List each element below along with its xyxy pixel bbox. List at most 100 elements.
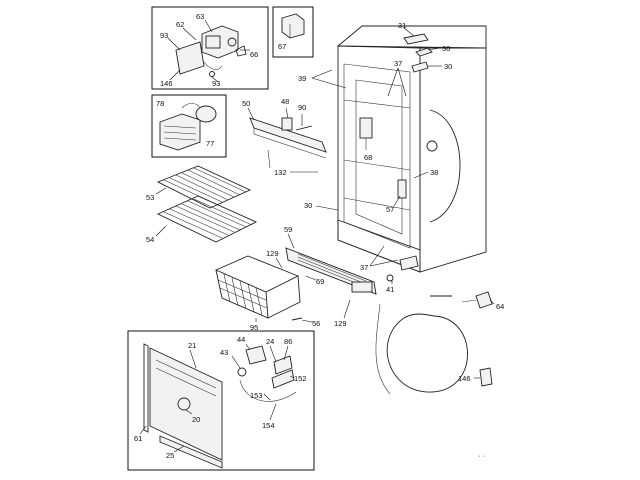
leader-86 bbox=[283, 345, 289, 361]
part-67-inset: 67 bbox=[272, 6, 314, 58]
leader-56 bbox=[301, 319, 313, 323]
callout-146b: 146 bbox=[458, 374, 471, 383]
hinge-pin bbox=[415, 47, 433, 57]
door-panel-ridges bbox=[155, 359, 217, 397]
callout-24: 24 bbox=[266, 337, 274, 346]
door-hinge-arc bbox=[429, 109, 461, 223]
leader-152 bbox=[289, 375, 295, 379]
callout-77: 77 bbox=[206, 139, 214, 148]
vertical-rail bbox=[359, 117, 373, 139]
leader-93a bbox=[167, 37, 181, 51]
cabinet-liner-back bbox=[355, 79, 403, 235]
ice-maker-module bbox=[205, 35, 221, 49]
bin-part bbox=[159, 113, 201, 151]
leader-44 bbox=[245, 343, 251, 351]
callout-153: 153 bbox=[250, 391, 263, 400]
liner-rail-1 bbox=[343, 99, 411, 109]
harness-wire bbox=[203, 61, 223, 70]
screw-56 bbox=[291, 317, 303, 321]
callout-78: 78 bbox=[156, 99, 164, 108]
callout-59: 59 bbox=[284, 225, 292, 234]
cabinet-callouts: 31 36 37 30 39 68 38 30 57 37 41 bbox=[298, 21, 452, 294]
icemaker-inset-frame bbox=[151, 6, 269, 90]
switch-bracket bbox=[271, 369, 295, 389]
callout-36: 36 bbox=[442, 44, 450, 53]
leader-50 bbox=[247, 107, 255, 121]
callout-132: 132 bbox=[274, 168, 287, 177]
evaporator-cover bbox=[249, 117, 327, 153]
basket-wires bbox=[217, 273, 268, 316]
hinge-bracket bbox=[411, 61, 429, 73]
part-78-inset-frame bbox=[151, 94, 227, 158]
corner-mark: · · bbox=[478, 451, 485, 460]
callout-41: 41 bbox=[386, 285, 394, 294]
water-line-group: 129 64 146 bbox=[334, 291, 504, 395]
wire-shelves: 53 54 bbox=[146, 165, 258, 244]
callout-38: 38 bbox=[430, 168, 438, 177]
water-line-coil bbox=[386, 313, 468, 393]
callout-21: 21 bbox=[188, 341, 196, 350]
control-knob bbox=[177, 397, 191, 411]
connector-part bbox=[281, 13, 305, 39]
water-line-tail bbox=[375, 303, 391, 395]
callout-63: 63 bbox=[196, 12, 204, 21]
leader-25 bbox=[173, 445, 185, 453]
leader-64 bbox=[489, 299, 495, 305]
leader-37b-1 bbox=[369, 245, 385, 267]
drain-opening bbox=[426, 140, 438, 152]
callout-86: 86 bbox=[284, 337, 292, 346]
leader-43 bbox=[231, 355, 241, 369]
leader-153 bbox=[263, 393, 271, 401]
callout-93b: 93 bbox=[212, 79, 220, 88]
sensor-part bbox=[295, 125, 313, 131]
leader-54 bbox=[155, 225, 167, 237]
icemaker-inset: 62 63 93 66 146 93 bbox=[151, 6, 269, 90]
basket-top bbox=[214, 255, 300, 293]
shelf-upper-wires bbox=[163, 167, 247, 205]
top-hinge bbox=[403, 33, 429, 45]
leader-38 bbox=[413, 171, 429, 179]
round-part bbox=[195, 105, 217, 123]
callout-152: 152 bbox=[294, 374, 307, 383]
callout-64: 64 bbox=[496, 302, 504, 311]
leader-36 bbox=[427, 47, 441, 51]
callout-56: 56 bbox=[312, 319, 320, 328]
door-handle bbox=[159, 435, 223, 469]
shelf-upper bbox=[156, 165, 252, 209]
evaporator-cover-group: 50 48 90 132 bbox=[242, 97, 327, 177]
door-trim bbox=[143, 343, 149, 433]
cabinet-front-left bbox=[337, 45, 421, 273]
callout-61: 61 bbox=[134, 434, 142, 443]
part-78-inset: 78 77 bbox=[151, 94, 227, 158]
base-bracket bbox=[399, 255, 419, 271]
fitting-146 bbox=[479, 367, 493, 387]
cabinet-top bbox=[336, 25, 487, 49]
round-part-wire bbox=[181, 103, 201, 109]
screw-part bbox=[209, 71, 215, 77]
callout-154: 154 bbox=[262, 421, 275, 430]
callout-48: 48 bbox=[281, 97, 289, 106]
callout-31: 31 bbox=[398, 21, 406, 30]
thermostat-part bbox=[281, 117, 293, 131]
grille-end-cap bbox=[351, 281, 373, 293]
leader-129b bbox=[343, 299, 351, 319]
bin-ribs bbox=[163, 125, 197, 141]
callout-62: 62 bbox=[176, 20, 184, 29]
side-bracket bbox=[397, 179, 407, 199]
part-67-inset-frame bbox=[272, 6, 314, 58]
callout-129a: 129 bbox=[266, 249, 279, 258]
leader-69 bbox=[305, 275, 317, 281]
leader-53 bbox=[155, 187, 167, 195]
callout-25: 25 bbox=[166, 451, 174, 460]
callout-129b: 129 bbox=[334, 319, 347, 328]
cabinet-right-side bbox=[419, 47, 487, 273]
leader-93b bbox=[211, 76, 219, 83]
basket-body bbox=[215, 269, 301, 319]
light-housing bbox=[245, 345, 267, 365]
leader-154 bbox=[269, 403, 277, 421]
callout-69: 69 bbox=[316, 277, 324, 286]
freezer-cabinet bbox=[311, 25, 487, 282]
callout-37a: 37 bbox=[394, 59, 402, 68]
leader-39a bbox=[311, 69, 333, 79]
cabinet-liner bbox=[343, 63, 411, 249]
